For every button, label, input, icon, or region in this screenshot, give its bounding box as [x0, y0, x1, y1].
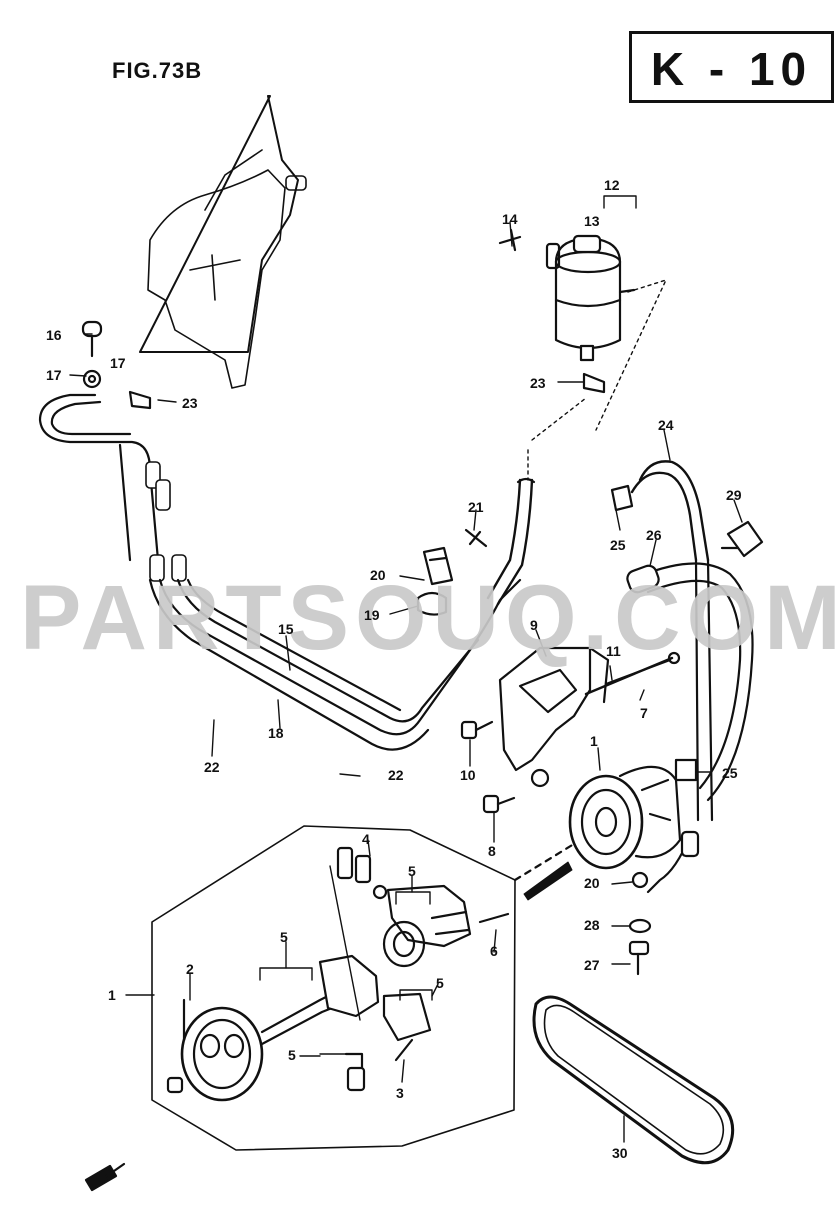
callout-5-right[interactable]: 5 — [436, 975, 444, 991]
callout-23[interactable]: 23 — [182, 395, 198, 411]
callout-23-secondary[interactable]: 23 — [530, 375, 546, 391]
clamp-19 — [416, 591, 448, 616]
callout-19[interactable]: 19 — [364, 607, 380, 623]
callout-20-secondary[interactable]: 20 — [584, 875, 600, 891]
belt-arrow-icon — [523, 861, 573, 901]
callout-22-secondary[interactable]: 22 — [388, 767, 404, 783]
callout-24[interactable]: 24 — [658, 417, 674, 433]
hose-24 — [630, 460, 714, 822]
clip-23a — [128, 390, 152, 410]
seal-parts-4 — [329, 846, 388, 1021]
callout-17-secondary[interactable]: 17 — [110, 355, 126, 371]
callout-1-pump[interactable]: 1 — [590, 733, 598, 749]
hose-26 — [626, 562, 754, 894]
bolt-10 — [460, 720, 494, 740]
callout-5-bottom[interactable]: 5 — [288, 1047, 296, 1063]
bolt-21 — [464, 528, 488, 548]
callout-25-secondary[interactable]: 25 — [722, 765, 738, 781]
reservoir-tank — [545, 234, 667, 431]
callout-12[interactable]: 12 — [604, 177, 620, 193]
callout-2[interactable]: 2 — [186, 961, 194, 977]
pipe-18 — [148, 578, 430, 751]
steering-gear-housing — [139, 95, 307, 389]
bolt-7 — [584, 651, 681, 696]
callout-16[interactable]: 16 — [46, 327, 62, 343]
bolt-27 — [628, 940, 650, 976]
callout-5-left[interactable]: 5 — [280, 929, 288, 945]
bolt-16 — [81, 320, 103, 358]
clamp-25a — [610, 484, 634, 512]
page-code-box: K - 10 — [629, 31, 834, 103]
callout-30[interactable]: 30 — [612, 1145, 628, 1161]
callout-10[interactable]: 10 — [460, 767, 476, 783]
exploded-view-box — [151, 825, 576, 1151]
bolt-8 — [482, 794, 516, 814]
clip-23b — [582, 372, 606, 394]
figure-label: FIG.73B — [112, 58, 203, 83]
clamp-20 — [422, 546, 454, 586]
callout-1-assembly[interactable]: 1 — [108, 987, 116, 1003]
callout-17[interactable]: 17 — [46, 367, 62, 383]
callout-3[interactable]: 3 — [396, 1085, 404, 1101]
callout-26[interactable]: 26 — [646, 527, 662, 543]
clamp-29 — [720, 520, 764, 558]
watermark: PARTSOUQ.COM — [20, 567, 839, 669]
callout-7[interactable]: 7 — [640, 705, 648, 721]
callout-27[interactable]: 27 — [584, 957, 600, 973]
page-code: K - 10 — [650, 43, 813, 95]
pipe-15 — [158, 578, 522, 736]
callout-18[interactable]: 18 — [268, 725, 284, 741]
callout-8[interactable]: 8 — [488, 843, 496, 859]
callout-20[interactable]: 20 — [370, 567, 386, 583]
hose-return — [486, 397, 587, 606]
pump-shaft — [260, 954, 380, 1046]
bolt-14 — [498, 228, 522, 252]
callout-9[interactable]: 9 — [530, 617, 538, 633]
callout-6[interactable]: 6 — [490, 943, 498, 959]
pump-cover-exploded — [382, 992, 432, 1062]
callout-5-top[interactable]: 5 — [408, 863, 416, 879]
callout-15[interactable]: 15 — [278, 621, 294, 637]
callout-28[interactable]: 28 — [584, 917, 600, 933]
pump-body-exploded — [382, 884, 510, 968]
washer-17 — [82, 369, 102, 389]
nut-20b — [631, 871, 649, 889]
callout-21[interactable]: 21 — [468, 499, 484, 515]
power-steering-pump — [568, 765, 682, 870]
washer-28 — [628, 918, 652, 934]
callout-14[interactable]: 14 — [502, 211, 518, 227]
front-arrow-icon — [84, 1162, 126, 1192]
callout-4[interactable]: 4 — [362, 831, 370, 847]
callout-22[interactable]: 22 — [204, 759, 220, 775]
callout-13[interactable]: 13 — [584, 213, 600, 229]
callout-25[interactable]: 25 — [610, 537, 626, 553]
callout-29[interactable]: 29 — [726, 487, 742, 503]
drive-belt — [532, 995, 735, 1165]
clamp-25b — [674, 758, 698, 782]
pulley-2 — [166, 998, 264, 1102]
callout-11[interactable]: 11 — [606, 643, 621, 659]
pipe-left-loop — [38, 393, 187, 582]
leader-lines — [69, 195, 743, 1143]
